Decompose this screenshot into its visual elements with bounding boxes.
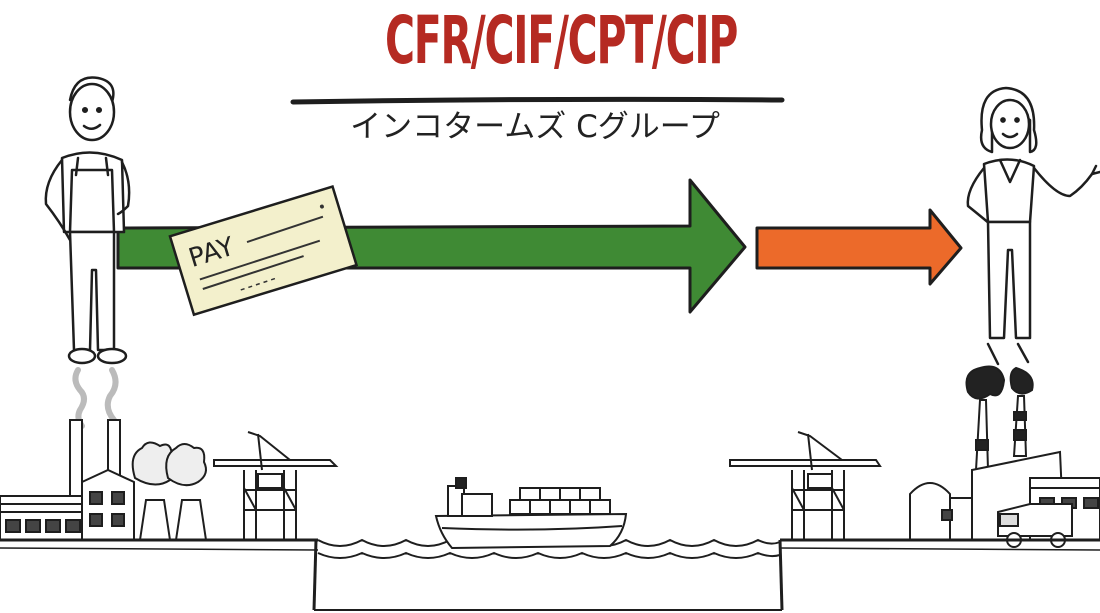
buyer-shoes (986, 342, 1030, 366)
buyer-hair (979, 86, 1038, 154)
page-title: CFR/CIF/CPT/CIP (385, 2, 738, 79)
buyer-figure (966, 86, 1100, 366)
crane-icon (213, 431, 339, 540)
seller-arm-left (44, 158, 72, 242)
buyer-legs (986, 220, 1032, 340)
page-subtitle: インコタームズ Cグループ (350, 109, 720, 145)
seller-arm-right (116, 160, 131, 216)
seller-legs (68, 230, 116, 352)
seller-figure (44, 76, 131, 429)
crane-icon (729, 431, 882, 540)
factory-icon (0, 419, 208, 541)
sea-water (314, 538, 782, 611)
buyer-torso (982, 158, 1036, 224)
buyer-head (989, 98, 1031, 150)
buyer-arm-right (1032, 166, 1094, 198)
seller-shoe-left (67, 347, 97, 365)
ship-containers (509, 487, 611, 515)
title-underline (290, 96, 785, 105)
seller-head (68, 82, 116, 142)
cheque-icon: PAY (168, 185, 359, 317)
buyer-arm-left (966, 166, 992, 226)
ground-line (0, 538, 1100, 611)
seller-shoe-right (96, 347, 128, 365)
risk-transfer-arrow (755, 208, 963, 286)
cargo-ship-icon (434, 477, 628, 550)
